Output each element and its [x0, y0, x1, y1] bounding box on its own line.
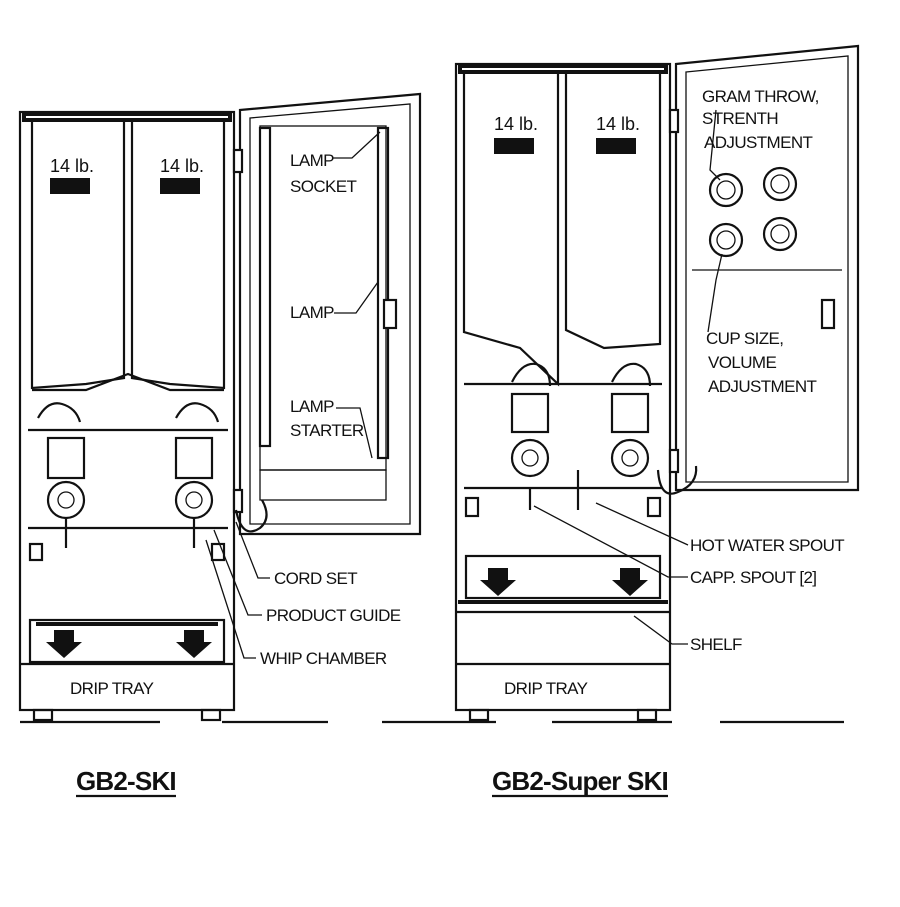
- label-cord-set: CORD SET: [274, 569, 357, 588]
- gb2-ski-hopper-right: [130, 118, 226, 390]
- label-lamp-starter-line2: STARTER: [290, 421, 364, 440]
- gb2-ski-door: [238, 92, 422, 536]
- label-capp-spout: CAPP. SPOUT [2]: [690, 568, 816, 587]
- label-cup-size-line3: ADJUSTMENT: [708, 377, 816, 396]
- gb2-super-ski-machine: [454, 44, 860, 722]
- label-lamp-socket-line2: SOCKET: [290, 177, 357, 196]
- label-cup-size-line2: VOLUME: [708, 353, 776, 372]
- gb2-ski-drip-tray-label: DRIP TRAY: [70, 679, 154, 698]
- gb2-super-ski-drip-tray-label: DRIP TRAY: [504, 679, 588, 698]
- gb2-super-ski-hopper-left-capacity: 14 lb.: [494, 114, 538, 134]
- strength-knob-2: [762, 166, 798, 202]
- volume-knob-1: [708, 222, 744, 258]
- strength-knob-1: [708, 172, 744, 208]
- gb2-ski-callout-leaders: [205, 131, 381, 659]
- gb2-ski-whip-assembly-left: [37, 402, 86, 548]
- gb2-ski-drip-tray-grate: [28, 618, 226, 664]
- model-caption-gb2-super-ski: GB2-Super SKI: [492, 766, 668, 796]
- label-shelf: SHELF: [690, 635, 742, 654]
- gb2-ski-hopper-left: [30, 118, 126, 390]
- gb2-ski-hopper-right-capacity: 14 lb.: [160, 156, 204, 176]
- adjustment-knobs: [708, 166, 798, 258]
- gb2-ski-hopper-left-capacity: 14 lb.: [50, 156, 94, 176]
- gb2-super-ski-callout-leaders: [533, 109, 723, 645]
- gb2-super-ski-whip-assembly-right: [610, 362, 652, 478]
- label-product-guide: PRODUCT GUIDE: [266, 606, 401, 625]
- label-hot-water-spout: HOT WATER SPOUT: [690, 536, 844, 555]
- label-lamp-socket-line1: LAMP: [290, 151, 334, 170]
- gb2-super-ski-door: [674, 44, 860, 492]
- label-gram-throw-line2: STRENTH: [702, 109, 778, 128]
- gb2-ski-whip-assembly-right: [174, 402, 220, 548]
- model-caption-gb2-ski: GB2-SKI: [76, 766, 176, 796]
- gb2-super-ski-labels: 14 lb. 14 lb. GRAM THROW, STRENTH ADJUST…: [494, 87, 845, 698]
- gb2-ski-machine: [18, 92, 422, 722]
- gb2-super-ski-hopper-right-capacity: 14 lb.: [596, 114, 640, 134]
- gb2-super-ski-shelf: [464, 554, 662, 600]
- gb2-super-ski-hopper-right: [564, 70, 662, 350]
- label-gram-throw-line3: ADJUSTMENT: [704, 133, 812, 152]
- label-lamp: LAMP: [290, 303, 334, 322]
- gb2-ski-labels: 14 lb. 14 lb. LAMP SOCKET LAMP LAMP STAR…: [50, 151, 401, 698]
- gb2-super-ski-whip-assembly-left: [510, 362, 552, 478]
- label-whip-chamber: WHIP CHAMBER: [260, 649, 387, 668]
- volume-knob-2: [762, 216, 798, 252]
- label-cup-size-line1: CUP SIZE,: [706, 329, 783, 348]
- label-lamp-starter-line1: LAMP: [290, 397, 334, 416]
- label-gram-throw-line1: GRAM THROW,: [702, 87, 819, 106]
